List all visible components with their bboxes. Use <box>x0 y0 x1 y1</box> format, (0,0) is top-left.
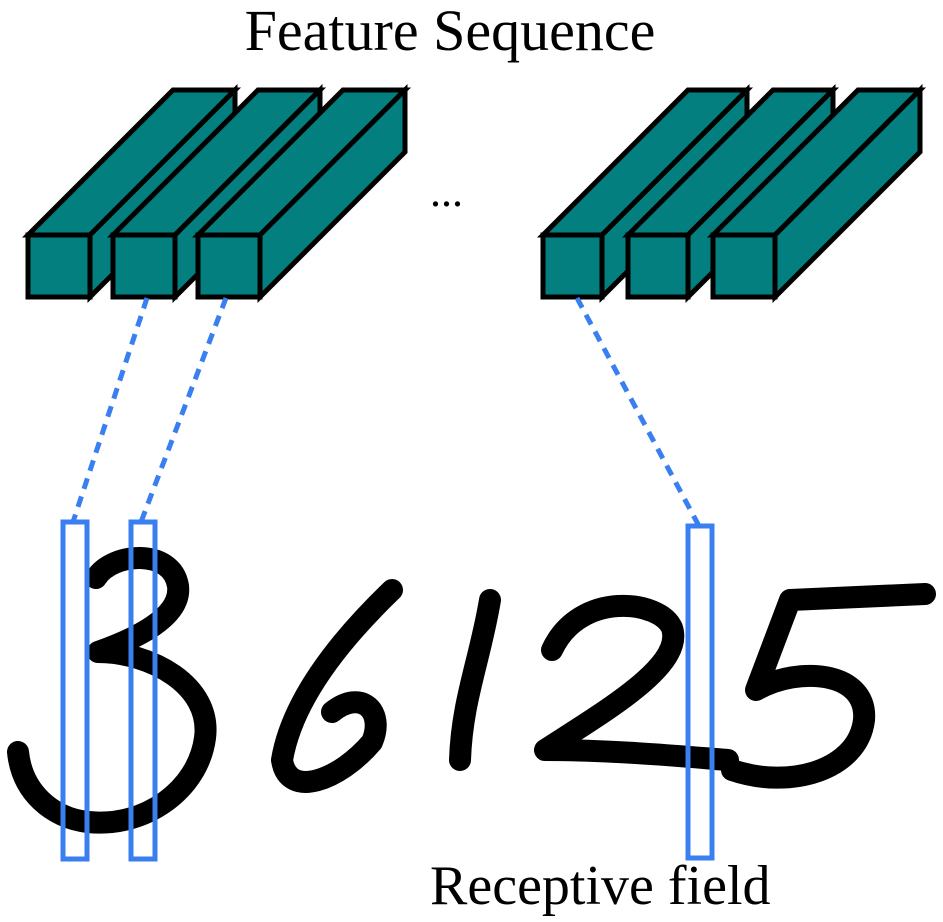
feature-column-3 <box>191 83 412 304</box>
ellipsis-label: ... <box>430 167 463 216</box>
receptive-field-box-1 <box>60 519 90 862</box>
receptive-field-label: Receptive field <box>430 855 771 917</box>
connector-line-2 <box>138 297 229 523</box>
receptive-field-box-2 <box>128 519 158 862</box>
feature-sequence-title: Feature Sequence <box>244 0 656 63</box>
digit-5 <box>721 583 936 789</box>
receptive-field-box-3 <box>685 523 715 861</box>
digit-1 <box>449 589 501 771</box>
connector-line-3 <box>574 296 702 528</box>
digit-3 <box>7 547 217 834</box>
connector-line-1 <box>70 297 150 523</box>
feature-column-6 <box>706 83 927 304</box>
digit-2 <box>534 595 739 771</box>
digit-6 <box>271 579 403 793</box>
